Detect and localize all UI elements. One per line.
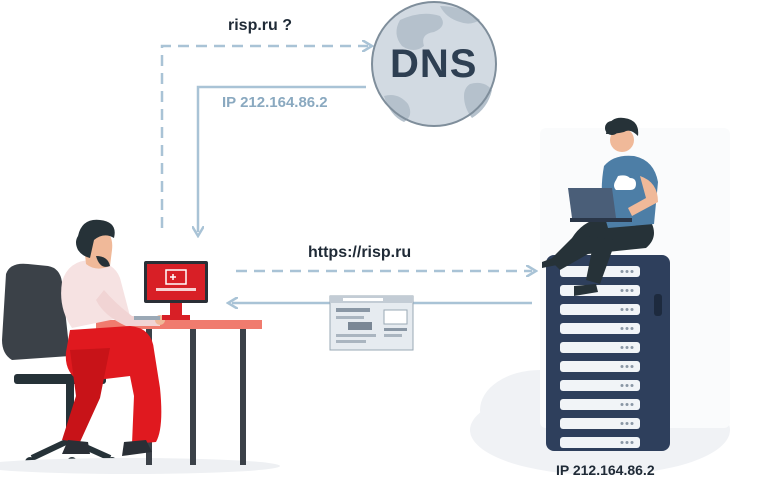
server-slot-led	[630, 327, 634, 330]
server-slot-led	[625, 441, 629, 444]
server-slot	[560, 418, 640, 429]
server-slot-led	[620, 327, 624, 330]
server-slot-led	[625, 308, 629, 311]
server-slot-led	[630, 346, 634, 349]
server-slot-led	[630, 441, 634, 444]
server-slot	[560, 342, 640, 353]
web-page-icon	[329, 295, 414, 351]
server-slot-led	[625, 422, 629, 425]
server-slot-led	[630, 308, 634, 311]
server-slot-led	[625, 403, 629, 406]
server-slot-led	[625, 327, 629, 330]
server-slot-led	[625, 384, 629, 387]
server-slot	[560, 380, 640, 391]
server-slot-led	[630, 403, 634, 406]
server-slot	[560, 361, 640, 372]
server-slot	[560, 399, 640, 410]
server-ip-label: IP 212.164.86.2	[556, 462, 655, 478]
dns-query-arrow	[160, 46, 368, 228]
server-slot-led	[630, 270, 634, 273]
dns-query-label: risp.ru ?	[228, 17, 293, 34]
server-icon	[546, 255, 670, 451]
dns-answer-arrow	[198, 85, 366, 232]
monitor-icon	[134, 261, 208, 320]
server-slot-led	[630, 422, 634, 425]
server-slot	[560, 304, 640, 315]
floor-shadow	[0, 458, 280, 474]
server-slot-led	[620, 403, 624, 406]
server-slot-led	[620, 384, 624, 387]
laptop-icon	[568, 188, 632, 222]
server-slot-led	[620, 441, 624, 444]
server-slot-led	[625, 365, 629, 368]
server-slot-led	[620, 422, 624, 425]
server-slot-led	[625, 289, 629, 292]
server-slot-led	[620, 365, 624, 368]
server-slot-led	[630, 289, 634, 292]
server-slot-led	[625, 346, 629, 349]
server-slot-led	[620, 308, 624, 311]
server-slot-led	[625, 270, 629, 273]
dns-title: DNS	[390, 42, 478, 86]
dns-answer-label: IP 212.164.86.2	[222, 94, 328, 111]
server-slot-led	[620, 289, 624, 292]
server-slot-led	[620, 270, 624, 273]
https-request-label: https://risp.ru	[308, 244, 412, 261]
server-slot	[560, 437, 640, 448]
server-slot-led	[630, 384, 634, 387]
user-at-pc	[61, 219, 165, 456]
globe-icon	[371, 1, 497, 127]
server-slot-led	[630, 365, 634, 368]
server-slot	[560, 323, 640, 334]
user-on-server	[542, 117, 658, 296]
server-slot-led	[620, 346, 624, 349]
